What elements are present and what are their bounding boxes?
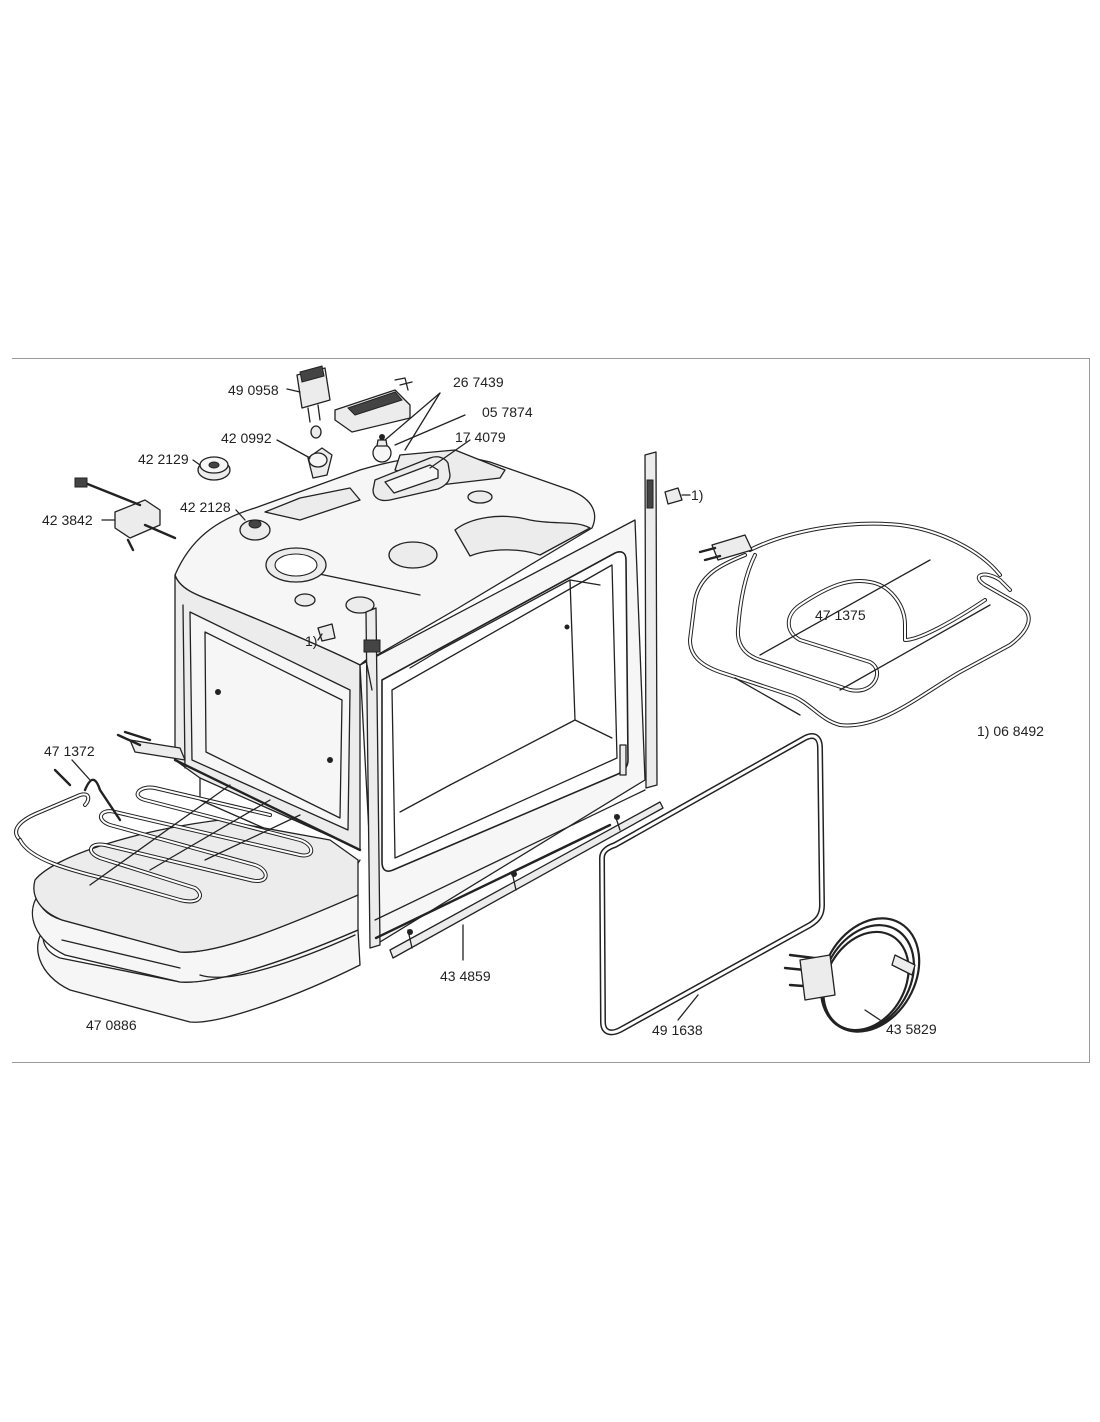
part-42-3842-drawing — [74, 477, 177, 552]
footnote-text: 1) 06 8492 — [977, 723, 1044, 739]
part-label-47-1372: 47 1372 — [44, 743, 95, 759]
lower-heating-element — [14, 730, 314, 904]
door-strip — [389, 801, 664, 959]
leader-lines — [71, 388, 881, 1021]
part-label-42-3842: 42 3842 — [42, 512, 93, 528]
part-49-0958-drawing — [296, 365, 331, 439]
part-label-42-0992: 42 0992 — [221, 430, 272, 446]
oven-front-frame — [359, 451, 658, 949]
clip-part-drawing — [317, 487, 683, 642]
footnote-marker-left: 1) — [305, 633, 318, 649]
bottom-insulation-mat — [31, 819, 361, 1023]
grill-heating-element — [688, 521, 1031, 728]
part-label-17-4079: 17 4079 — [455, 429, 506, 445]
door-seal-gasket — [599, 733, 825, 1036]
part-label-26-7439: 26 7439 — [453, 374, 504, 390]
part-label-49-1638: 49 1638 — [652, 1022, 703, 1038]
part-label-42-2129: 42 2129 — [138, 451, 189, 467]
part-05-7874-drawing — [372, 434, 392, 463]
part-label-49-0958: 49 0958 — [228, 382, 279, 398]
part-label-42-2128: 42 2128 — [180, 499, 231, 515]
part-42-2129-drawing — [197, 456, 231, 481]
part-label-43-4859: 43 4859 — [440, 968, 491, 984]
footnote-marker-top: 1) — [691, 487, 704, 503]
part-26-7439-drawing — [334, 377, 413, 433]
part-label-05-7874: 05 7874 — [482, 404, 533, 420]
part-42-2128-drawing — [239, 519, 271, 541]
circular-heating-element — [783, 917, 921, 1033]
diagram-frame — [12, 358, 1090, 1063]
part-label-47-1375: 47 1375 — [815, 607, 866, 623]
oven-cavity — [173, 449, 596, 869]
part-42-0992-drawing — [307, 447, 333, 479]
part-label-47-0886: 47 0886 — [86, 1017, 137, 1033]
part-label-43-5829: 43 5829 — [886, 1021, 937, 1037]
